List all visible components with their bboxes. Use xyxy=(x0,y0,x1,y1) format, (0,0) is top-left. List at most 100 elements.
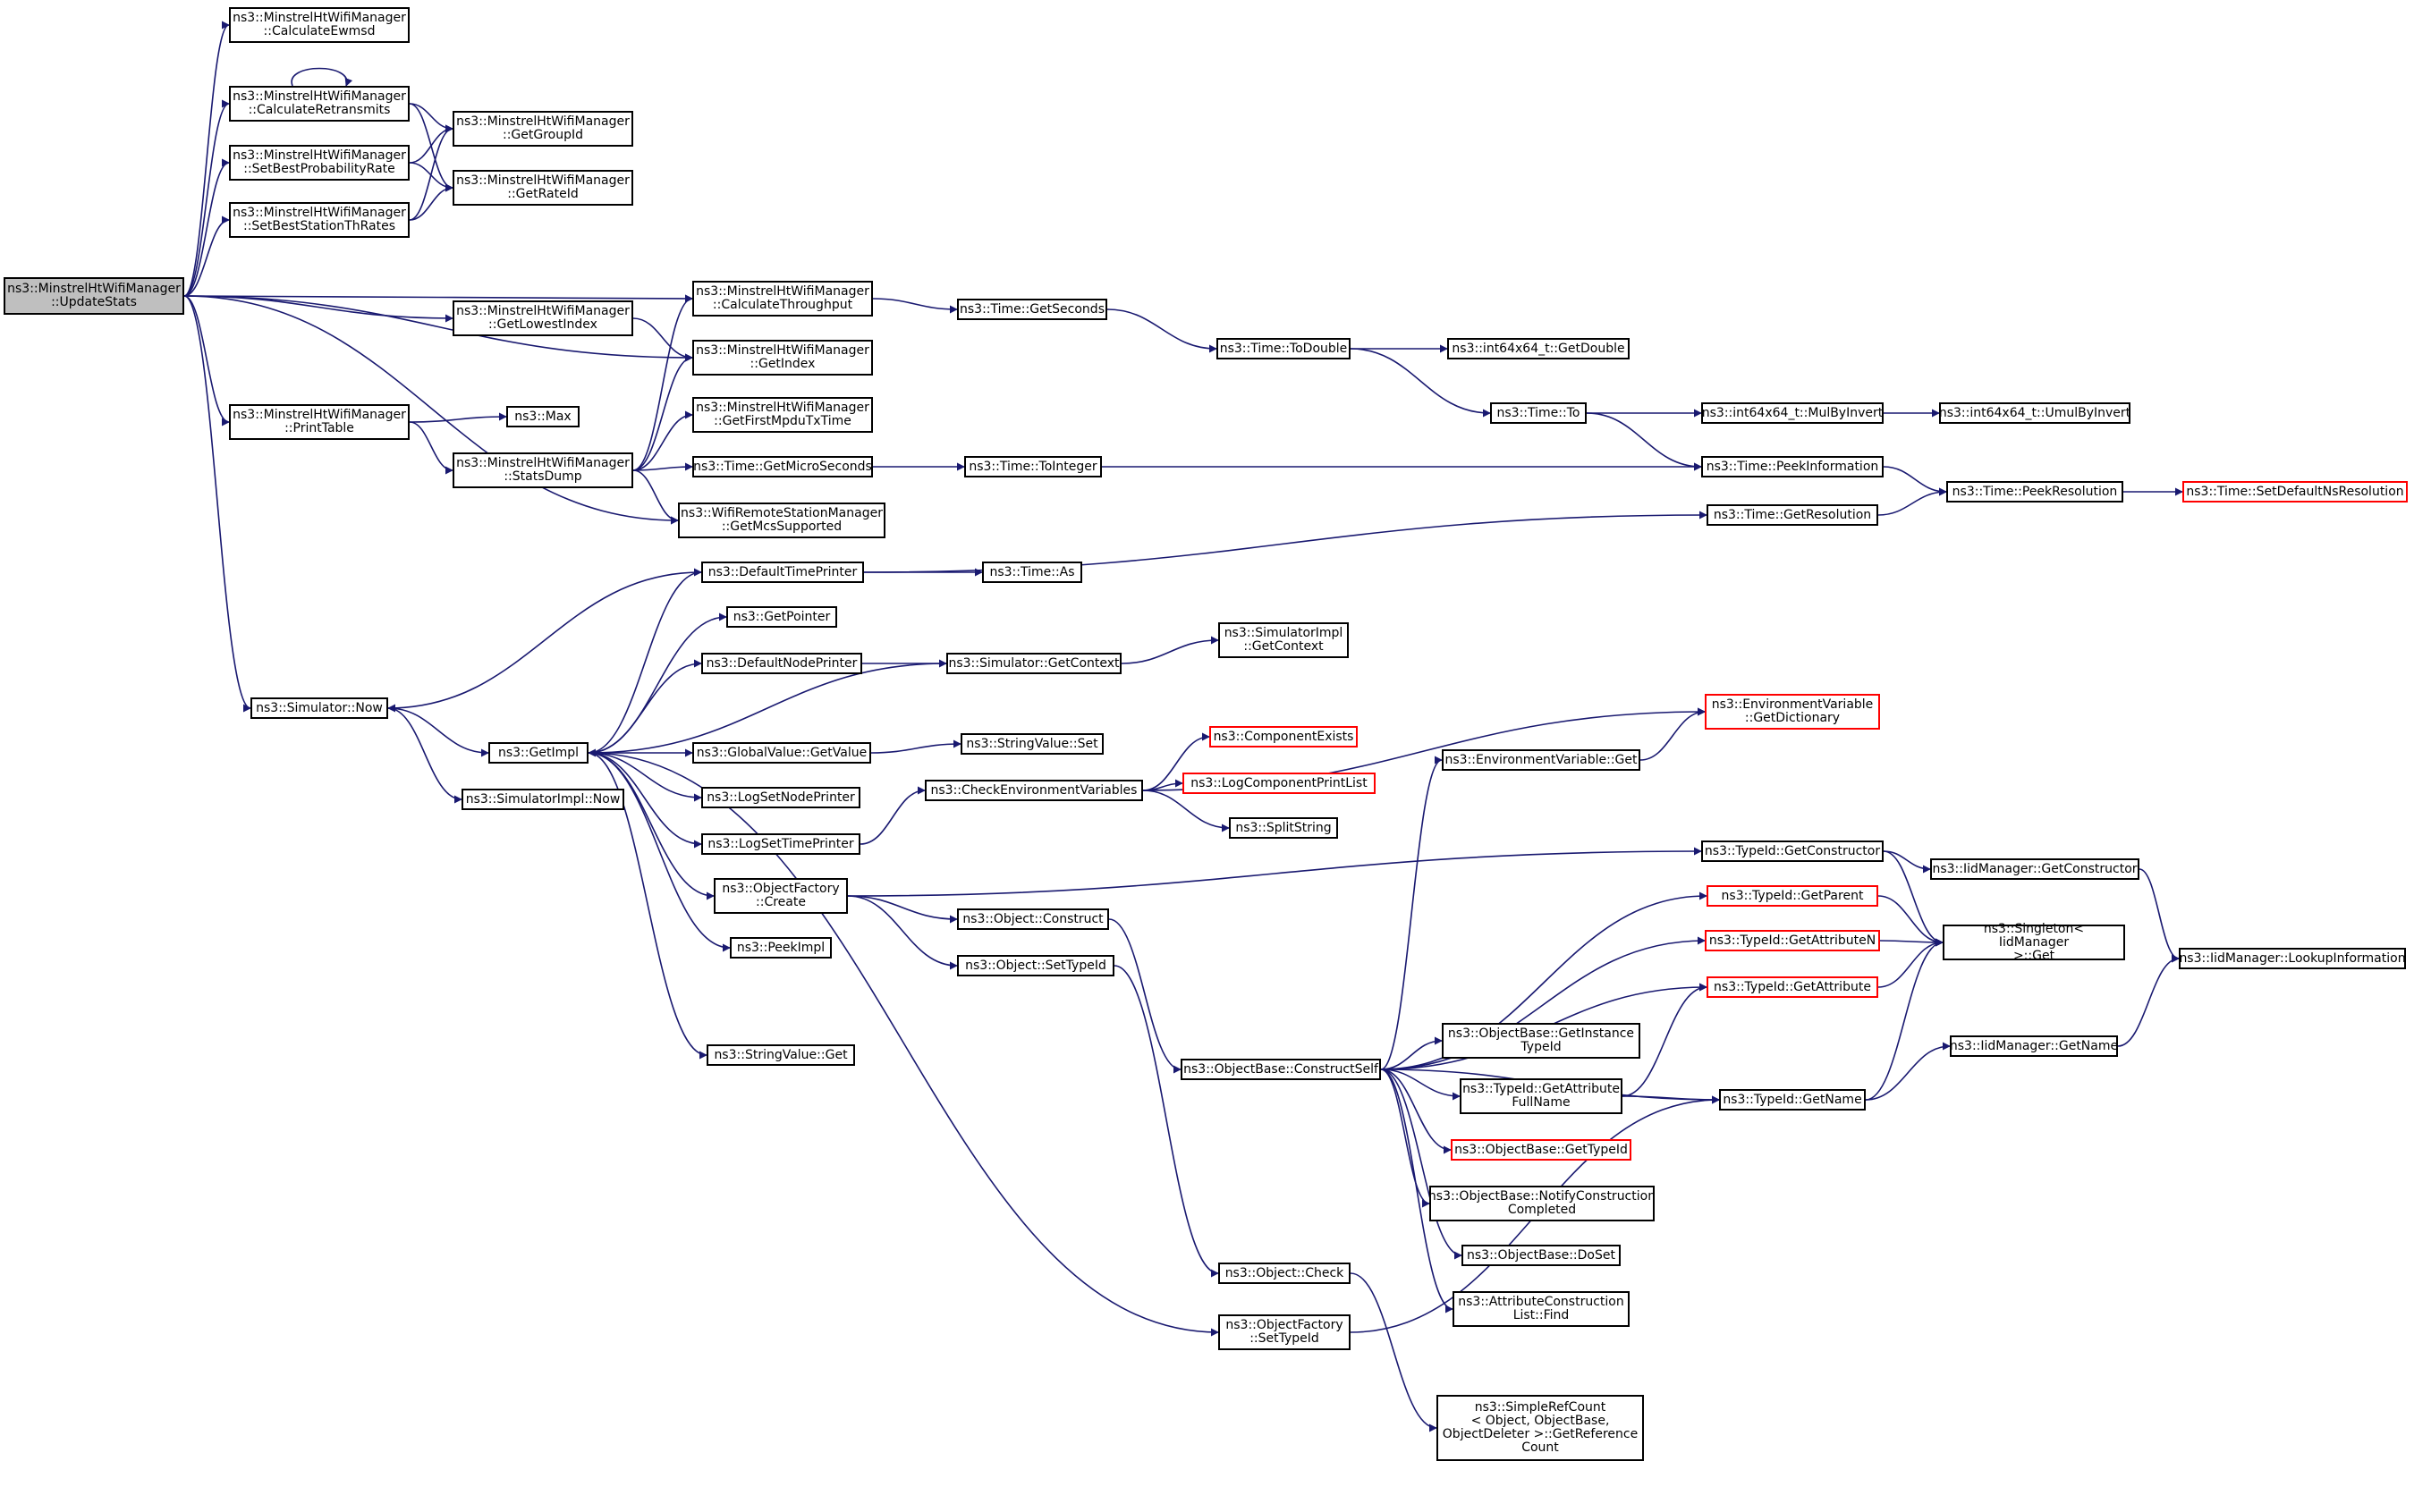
node-getreferencecount[interactable]: ns3::SimpleRefCount < Object, ObjectBase… xyxy=(1436,1395,1644,1461)
call-edge-n16-n17 xyxy=(1106,308,1217,353)
node-getfirstmpdutxtime[interactable]: ns3::MinstrelHtWifiManager ::GetFirstMpd… xyxy=(692,397,873,433)
node-getconstructor[interactable]: ns3::TypeId::GetConstructor xyxy=(1701,840,1884,862)
node-checkenvironmentvariables[interactable]: ns3::CheckEnvironmentVariables xyxy=(925,780,1143,801)
node-constructself[interactable]: ns3::ObjectBase::ConstructSelf xyxy=(1181,1059,1381,1080)
call-edge-n27-n33 xyxy=(387,571,702,713)
node-calculateewmsd[interactable]: ns3::MinstrelHtWifiManager ::CalculateEw… xyxy=(229,7,410,43)
node-getattributefullname[interactable]: ns3::TypeId::GetAttribute FullName xyxy=(1460,1078,1622,1114)
node-getpointer[interactable]: ns3::GetPointer xyxy=(726,606,837,628)
node-componentexists[interactable]: ns3::ComponentExists xyxy=(1209,726,1358,748)
node-calculatethroughput[interactable]: ns3::MinstrelHtWifiManager ::CalculateTh… xyxy=(692,281,873,317)
node-timeas[interactable]: ns3::Time::As xyxy=(982,562,1082,583)
node-attributeconstructionlist-find[interactable]: ns3::AttributeConstruction List::Find xyxy=(1453,1291,1630,1327)
call-edge-n17-n19 xyxy=(1350,348,1491,418)
call-edge-n40-n44 xyxy=(1142,790,1230,832)
node-iidmanager-getname[interactable]: ns3::IidManager::GetName xyxy=(1950,1035,2118,1057)
node-mulbyinvert[interactable]: ns3::int64x64_t::MulByInvert xyxy=(1701,402,1884,424)
call-edge-n59-n45 xyxy=(1380,756,1443,1070)
node-max[interactable]: ns3::Max xyxy=(506,406,580,427)
call-edge-n51-n56 xyxy=(1883,850,1944,947)
node-getgroupid[interactable]: ns3::MinstrelHtWifiManager ::GetGroupId xyxy=(453,111,633,147)
node-getseconds[interactable]: ns3::Time::GetSeconds xyxy=(957,299,1107,320)
call-edge-n4-n6 xyxy=(409,183,453,221)
node-iidmanager-getconstructor[interactable]: ns3::IidManager::GetConstructor xyxy=(1930,858,2139,880)
call-edge-n46-n48 xyxy=(847,895,958,970)
call-edge-n48-n66 xyxy=(1114,965,1219,1278)
node-calculateretransmits[interactable]: ns3::MinstrelHtWifiManager ::CalculateRe… xyxy=(229,86,410,122)
node-setdefaultnsresolution[interactable]: ns3::Time::SetDefaultNsResolution xyxy=(2182,481,2408,503)
call-edge-n4-n5 xyxy=(409,124,453,221)
node-lookupinformation[interactable]: ns3::IidManager::LookupInformation xyxy=(2179,948,2406,969)
node-updatestats[interactable]: ns3::MinstrelHtWifiManager ::UpdateStats xyxy=(4,277,184,315)
node-getrateid[interactable]: ns3::MinstrelHtWifiManager ::GetRateId xyxy=(453,170,633,206)
node-globalvalue-getvalue[interactable]: ns3::GlobalValue::GetValue xyxy=(692,742,871,764)
call-edge-n34-n49 xyxy=(588,752,731,952)
node-getattributen[interactable]: ns3::TypeId::GetAttributeN xyxy=(1705,930,1880,951)
call-edge-n59-n63 xyxy=(1380,1069,1452,1154)
node-simulator-getcontext[interactable]: ns3::Simulator::GetContext xyxy=(946,653,1122,674)
node-defaulttimeprinter[interactable]: ns3::DefaultTimePrinter xyxy=(701,562,864,583)
call-edge-n53-n56 xyxy=(1877,895,1944,947)
node-getparent[interactable]: ns3::TypeId::GetParent xyxy=(1707,885,1878,907)
call-edge-n0-n33 xyxy=(183,295,251,713)
call-edge-n0-n4 xyxy=(183,215,230,297)
node-stringvalue-get[interactable]: ns3::StringValue::Get xyxy=(707,1044,855,1066)
call-edge-n13-n15 xyxy=(632,469,679,525)
node-getattribute[interactable]: ns3::TypeId::GetAttribute xyxy=(1707,976,1878,998)
node-object-check[interactable]: ns3::Object::Check xyxy=(1218,1263,1351,1284)
node-getimpl[interactable]: ns3::GetImpl xyxy=(488,742,589,764)
call-edge-n61-n62 xyxy=(1865,1042,1951,1101)
node-getindex[interactable]: ns3::MinstrelHtWifiManager ::GetIndex xyxy=(692,340,873,376)
node-getdouble[interactable]: ns3::int64x64_t::GetDouble xyxy=(1447,338,1630,359)
node-object-settypeid[interactable]: ns3::Object::SetTypeId xyxy=(957,955,1114,976)
node-setbestprobabilityrate[interactable]: ns3::MinstrelHtWifiManager ::SetBestProb… xyxy=(229,145,410,181)
node-umulbyinvert[interactable]: ns3::int64x64_t::UmulByInvert xyxy=(1939,402,2130,424)
call-edge-n59-n60 xyxy=(1380,1069,1461,1101)
node-statsdump[interactable]: ns3::MinstrelHtWifiManager ::StatsDump xyxy=(453,452,633,488)
call-edge-n33-n34 xyxy=(387,707,489,757)
node-objectbase-doset[interactable]: ns3::ObjectBase::DoSet xyxy=(1461,1245,1621,1266)
node-objectfactory-create[interactable]: ns3::ObjectFactory ::Create xyxy=(714,878,848,914)
node-simulatorimpl-getcontext[interactable]: ns3::SimulatorImpl ::GetContext xyxy=(1218,622,1349,658)
node-splitstring[interactable]: ns3::SplitString xyxy=(1229,817,1338,839)
node-getlowestindex[interactable]: ns3::MinstrelHtWifiManager ::GetLowestIn… xyxy=(453,300,633,336)
node-simulator-now[interactable]: ns3::Simulator::Now xyxy=(250,697,388,719)
node-typeid-getname[interactable]: ns3::TypeId::GetName xyxy=(1719,1089,1866,1111)
node-notifyconstructioncompleted[interactable]: ns3::ObjectBase::NotifyConstruction Comp… xyxy=(1428,1186,1656,1221)
node-peekimpl[interactable]: ns3::PeekImpl xyxy=(730,937,832,959)
node-defaultnodeprinter[interactable]: ns3::DefaultNodePrinter xyxy=(701,653,862,674)
node-peekinformation[interactable]: ns3::Time::PeekInformation xyxy=(1701,456,1884,477)
call-edge-n0-n15 xyxy=(183,295,679,525)
call-edge-n47-n59 xyxy=(1108,918,1182,1074)
node-objectbase-gettypeid[interactable]: ns3::ObjectBase::GetTypeId xyxy=(1451,1139,1631,1161)
node-getmicroseconds[interactable]: ns3::Time::GetMicroSeconds xyxy=(692,456,873,477)
node-object-construct[interactable]: ns3::Object::Construct xyxy=(957,908,1109,930)
node-todouble[interactable]: ns3::Time::ToDouble xyxy=(1216,338,1351,359)
node-simulatorimpl-now[interactable]: ns3::SimulatorImpl::Now xyxy=(462,789,624,810)
call-edge-n23-n24 xyxy=(1883,466,1947,496)
node-logcomponentprintlist[interactable]: ns3::LogComponentPrintList xyxy=(1182,773,1376,794)
call-edge-n59-n53 xyxy=(1380,891,1707,1070)
node-logsetnodeprinter[interactable]: ns3::LogSetNodePrinter xyxy=(701,787,860,808)
call-edge-n31-n32 xyxy=(1121,636,1219,664)
node-printtable[interactable]: ns3::MinstrelHtWifiManager ::PrintTable xyxy=(229,404,410,440)
node-singleton-get[interactable]: ns3::Singleton< IidManager >::Get xyxy=(1943,922,2125,962)
node-setbeststationthrates[interactable]: ns3::MinstrelHtWifiManager ::SetBestStat… xyxy=(229,202,410,238)
node-environmentvariable-get[interactable]: ns3::EnvironmentVariable::Get xyxy=(1442,749,1640,771)
call-edge-n3-n5 xyxy=(409,124,453,164)
node-logsettimeprinter[interactable]: ns3::LogSetTimePrinter xyxy=(701,833,860,855)
node-getmcssupported[interactable]: ns3::WifiRemoteStationManager ::GetMcsSu… xyxy=(678,503,885,538)
node-getdictionary[interactable]: ns3::EnvironmentVariable ::GetDictionary xyxy=(1705,694,1880,730)
node-stringvalue-set[interactable]: ns3::StringValue::Set xyxy=(961,733,1104,755)
node-getresolution[interactable]: ns3::Time::GetResolution xyxy=(1707,504,1878,526)
node-tointeger[interactable]: ns3::Time::ToInteger xyxy=(964,456,1102,477)
node-timeto[interactable]: ns3::Time::To xyxy=(1490,402,1587,424)
call-edge-n51-n52 xyxy=(1883,850,1931,874)
call-edge-n0-n2 xyxy=(183,99,230,297)
node-getinstancetypeid[interactable]: ns3::ObjectBase::GetInstance TypeId xyxy=(1442,1023,1640,1059)
node-peekresolution[interactable]: ns3::Time::PeekResolution xyxy=(1946,481,2123,503)
call-edge-n0-n1 xyxy=(183,21,230,297)
node-objectfactory-settypeid[interactable]: ns3::ObjectFactory ::SetTypeId xyxy=(1218,1314,1351,1350)
call-edge-n46-n47 xyxy=(847,895,958,924)
